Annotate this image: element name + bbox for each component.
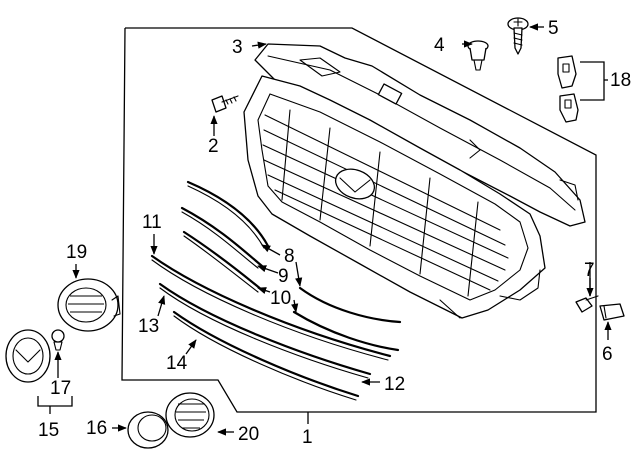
bracket-18-lower bbox=[559, 93, 579, 123]
callout-20: 20 bbox=[238, 424, 259, 445]
callout-14: 14 bbox=[166, 353, 188, 374]
callout-13: 13 bbox=[138, 316, 159, 337]
leader-lines bbox=[37, 23, 612, 436]
callout-17: 17 bbox=[50, 378, 71, 399]
screw-2 bbox=[211, 95, 239, 113]
callout-4: 4 bbox=[434, 35, 445, 56]
callout-11: 11 bbox=[142, 212, 162, 233]
assembly-boundary bbox=[121, 27, 597, 413]
bezel-20 bbox=[165, 392, 215, 438]
retainer-6 bbox=[599, 303, 625, 321]
callout-15: 15 bbox=[38, 420, 59, 441]
bracket-18-upper bbox=[557, 55, 577, 89]
callout-10: 10 bbox=[270, 288, 291, 309]
callout-3: 3 bbox=[232, 37, 243, 58]
molding-9 bbox=[180, 206, 264, 269]
molding-8 bbox=[186, 180, 270, 249]
callout-9: 9 bbox=[278, 266, 289, 287]
molding-10 bbox=[182, 230, 264, 293]
upper-support-bracket bbox=[254, 43, 586, 227]
molding-10-side bbox=[292, 310, 400, 352]
callout-5: 5 bbox=[548, 18, 559, 39]
callout-8: 8 bbox=[284, 246, 295, 267]
molding-14 bbox=[172, 310, 360, 401]
callout-19: 19 bbox=[66, 242, 87, 263]
callout-2: 2 bbox=[208, 136, 219, 157]
callout-18: 18 bbox=[610, 70, 631, 91]
molding-11 bbox=[150, 254, 392, 361]
bolt-7 bbox=[575, 295, 599, 313]
clip-4 bbox=[467, 40, 489, 71]
emblem-housing-19 bbox=[57, 278, 121, 332]
nut-17 bbox=[51, 329, 65, 351]
molding-8-side bbox=[298, 286, 402, 324]
grille-assembly bbox=[243, 75, 546, 319]
callout-16: 16 bbox=[86, 418, 107, 439]
callout-12: 12 bbox=[384, 374, 405, 395]
callout-6: 6 bbox=[602, 344, 613, 365]
cover-16 bbox=[127, 411, 169, 449]
emblem-15 bbox=[5, 329, 51, 383]
callout-7: 7 bbox=[584, 260, 595, 281]
screw-5 bbox=[507, 17, 529, 55]
callout-1: 1 bbox=[302, 427, 313, 448]
molding-13 bbox=[158, 282, 372, 379]
